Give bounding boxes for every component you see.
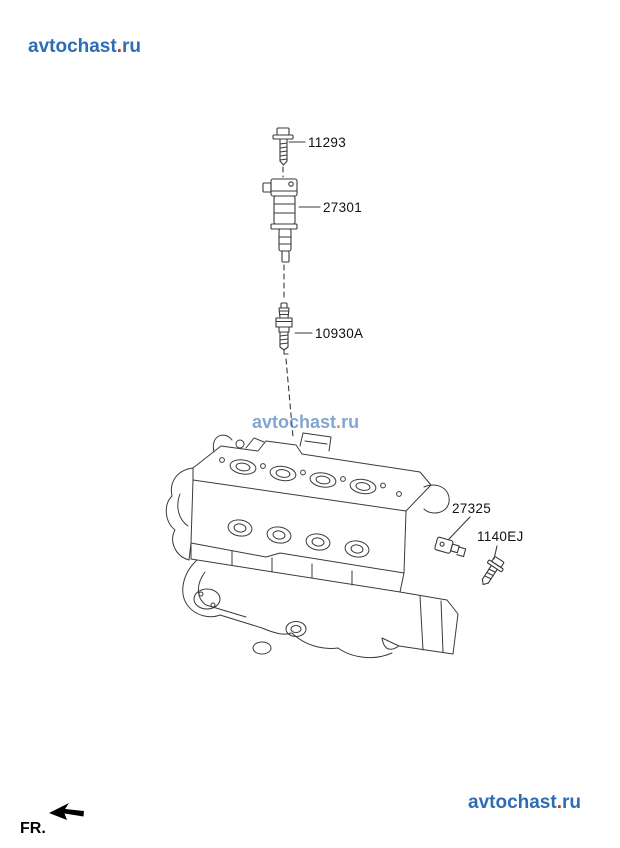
watermark-name: avtochast — [28, 36, 117, 57]
part-label-27325: 27325 — [452, 501, 492, 516]
small-component-icon — [434, 536, 467, 558]
watermark-name: avtochast — [252, 412, 337, 432]
leader-lines — [288, 141, 498, 560]
screw-icon — [481, 556, 505, 586]
watermark-name: avtochast — [468, 792, 557, 813]
watermark-dot: . — [336, 412, 342, 432]
part-label-27301: 27301 — [323, 200, 363, 215]
watermark-tld: ru — [561, 792, 581, 813]
axis-dashed-lines — [282, 166, 294, 438]
watermark-top-left: avtochast.ru — [28, 36, 141, 58]
engine-line-art — [165, 432, 459, 659]
watermark-dot: . — [116, 36, 122, 57]
watermark-tld: ru — [341, 412, 360, 432]
front-label: FR. — [20, 820, 46, 837]
part-label-10930A: 10930A — [315, 326, 364, 341]
bolt-icon — [272, 127, 294, 166]
ignition-coil-icon — [262, 178, 298, 263]
watermark-dot: . — [556, 792, 562, 813]
watermark-bottom-right: avtochast.ru — [468, 792, 581, 814]
front-direction-indicator: FR. — [18, 800, 108, 842]
front-arrow-icon — [49, 803, 84, 820]
watermark-center: avtochast.ru — [252, 412, 359, 433]
watermark-tld: ru — [121, 36, 141, 57]
part-label-1140EJ: 1140EJ — [477, 529, 524, 544]
part-label-11293: 11293 — [308, 135, 347, 150]
spark-plug-icon — [275, 302, 293, 355]
